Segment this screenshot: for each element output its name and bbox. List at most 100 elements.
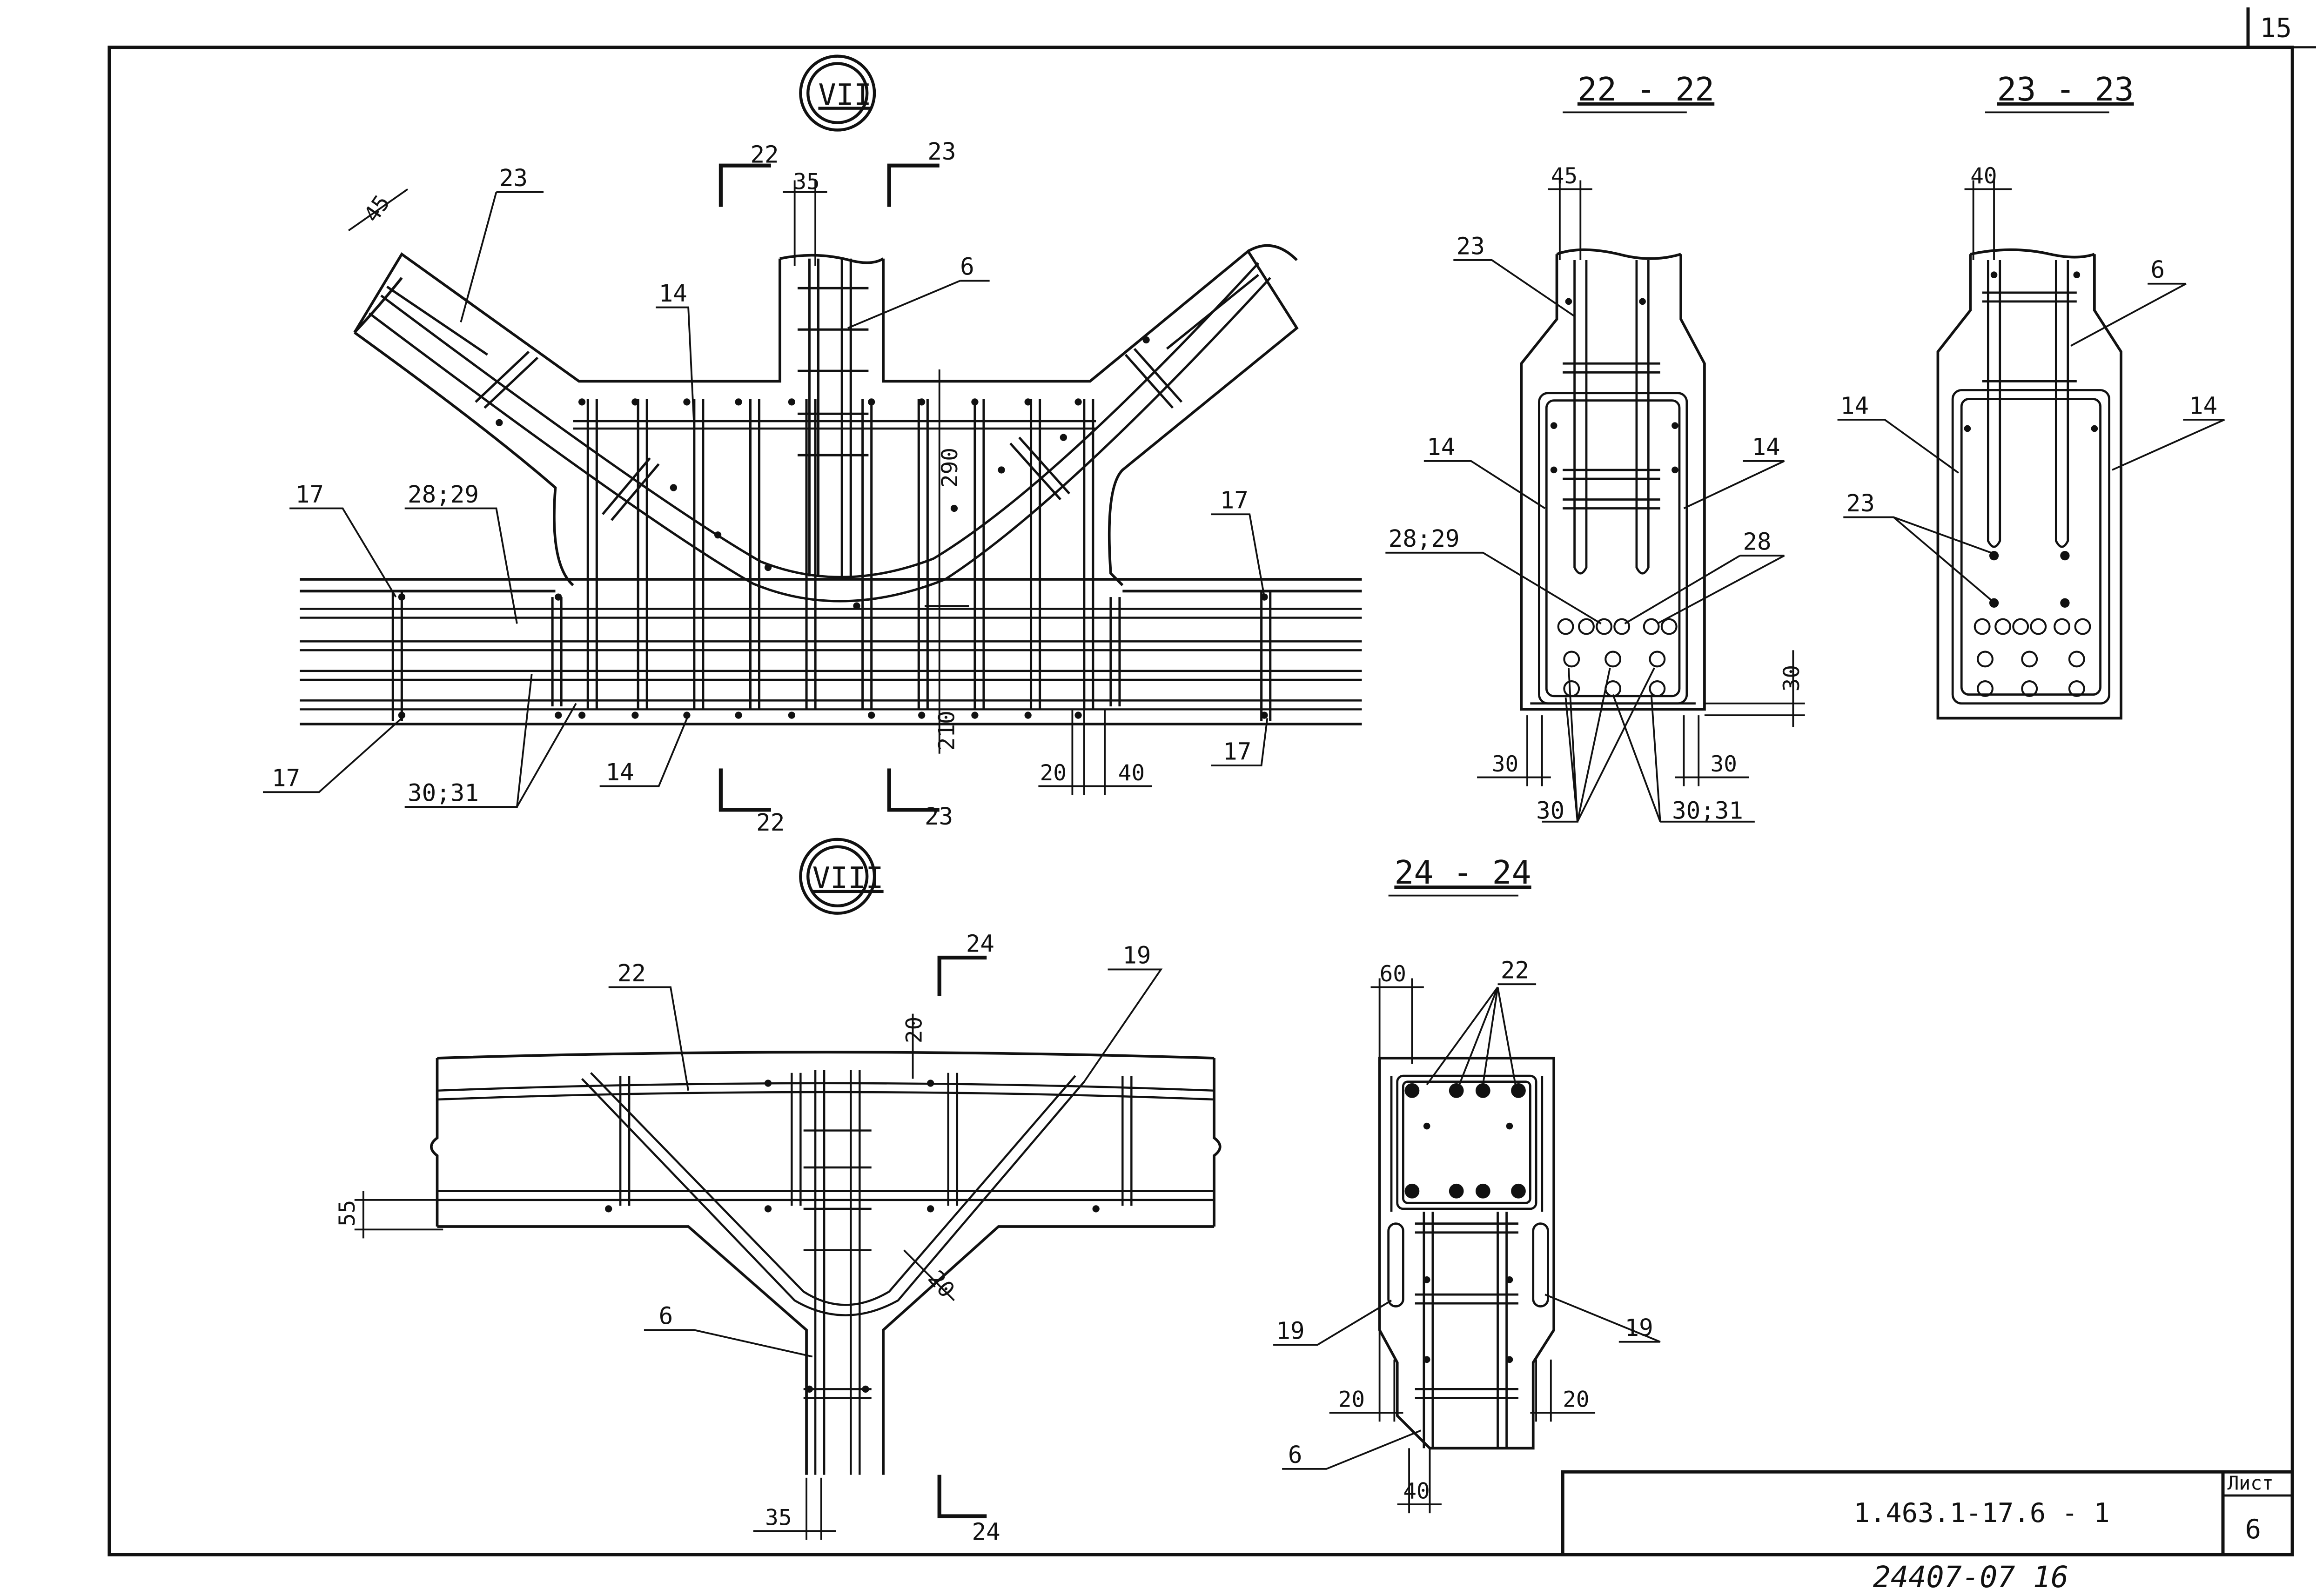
list-number: 6 [2245, 1514, 2261, 1545]
node-vii-section-mark-23-bottom: 23 [925, 803, 953, 830]
dim-bend: 20 [923, 1266, 960, 1302]
section-22-callout-left-stirrup: 14 [1427, 433, 1455, 461]
section-24-callout-bottom: 6 [1288, 1441, 1302, 1469]
node-vii-dimension-lines [348, 180, 1152, 795]
section-23-bars [1951, 260, 2111, 705]
document-code: 1.463.1-17.6 - 1 [1854, 1498, 2110, 1529]
node-vii-beam-bars [300, 420, 1362, 711]
page-corner-number: 15 [2260, 13, 2292, 43]
dim-incline: 45 [359, 190, 396, 227]
section-24-dim-left-bottom: 20 [1338, 1387, 1365, 1412]
section-24-callout-right: 19 [1625, 1314, 1653, 1341]
node-vii: VII [262, 54, 1362, 836]
section-22-callout-right-bars: 28 [1743, 528, 1771, 555]
callout-incline-bar: 23 [499, 164, 528, 192]
callout-top-bar: 22 [618, 959, 646, 987]
dim-height-upper: 290 [937, 448, 963, 488]
node-vii-column-bars [798, 258, 869, 577]
node-viii-bar-dots [605, 1080, 1100, 1393]
dim-cover: 55 [335, 1200, 360, 1227]
section-24-leaders [1273, 983, 1661, 1470]
section-23-dimension-lines [1964, 180, 2012, 260]
node-vii-title-marker [799, 54, 876, 132]
section-24-bars [1387, 1074, 1549, 1448]
section-22-callout-bottom-left: 30 [1536, 797, 1564, 824]
section-22-callout-bottom-right: 30;31 [1672, 797, 1743, 824]
node-vii-concrete-outline [300, 244, 1362, 726]
dim-bottom-width: 35 [765, 1505, 792, 1531]
callout-right-top: 17 [1220, 487, 1249, 514]
dim-top-width: 35 [793, 169, 819, 195]
section-24-dim-bottom: 40 [1403, 1478, 1430, 1504]
inventory-number: 24407-07 16 [1873, 1560, 2068, 1594]
section-22-callout-left-bars: 28;29 [1389, 525, 1460, 552]
list-label: Лист [2228, 1472, 2274, 1494]
section-23-title: 23 - 23 [1997, 71, 2134, 108]
dim-gap-b: 40 [1118, 760, 1145, 786]
section-23-callout-bars: 23 [1846, 490, 1875, 517]
node-vii-bar-dots [398, 336, 1268, 719]
section-24-callout-top: 22 [1501, 956, 1529, 984]
title-block [1561, 1470, 2294, 1556]
section-22-dots [1550, 298, 1678, 474]
callout-column-bar: 6 [960, 253, 974, 281]
section-24-dim-right-bottom: 20 [1563, 1387, 1589, 1412]
section-24-outline [1378, 1057, 1556, 1450]
node-vii-section-mark-23-top: 23 [927, 138, 956, 165]
section-24-dots [1404, 1083, 1526, 1363]
callout-right-bottom: 17 [1223, 738, 1251, 765]
node-viii-title-marker [799, 838, 876, 915]
section-23-dim-top: 40 [1970, 163, 1997, 189]
section-22-callout-right-stirrup: 14 [1752, 433, 1780, 461]
node-vii-section-mark-22-top: 22 [750, 141, 779, 168]
node-vii-incline-ties [475, 348, 1183, 521]
callout-left-mid: 28;29 [408, 481, 479, 508]
node-vii-leaders [262, 191, 1269, 808]
node-viii-leaders [608, 968, 1163, 1358]
callout-diagonal: 19 [1122, 942, 1151, 969]
callout-stirrup: 14 [659, 280, 687, 307]
section-22-22: 22 - 22 [1385, 71, 1805, 824]
dim-gap-a: 20 [1040, 760, 1067, 786]
node-vii-section-marks [718, 163, 940, 812]
section-22-dim-bottom-left: 30 [1492, 751, 1518, 777]
section-23-outline [1936, 248, 2122, 720]
section-22-outline [1520, 248, 1706, 711]
section-24-dimension-lines [1329, 978, 1596, 1514]
node-vii-title: VII [818, 77, 872, 112]
section-22-dim-cover-right: 30 [1779, 665, 1805, 691]
section-23-callout-right: 14 [2189, 392, 2217, 419]
section-22-dimension-lines [1477, 180, 1805, 786]
node-viii: VIII [335, 838, 1222, 1545]
dim-top-gap: 20 [902, 1017, 927, 1043]
node-viii-dimension-lines [354, 1013, 955, 1540]
callout-underlines [1388, 111, 2109, 897]
section-22-hatched-bars [1557, 618, 1678, 697]
section-22-dim-top: 45 [1551, 163, 1578, 189]
section-23-callout-left: 14 [1840, 392, 1869, 419]
section-23-callout-top-right: 6 [2151, 256, 2165, 283]
section-22-dim-bottom-right: 30 [1711, 751, 1737, 777]
node-vii-stirrups [391, 399, 1272, 721]
section-23-23: 23 - 23 [1837, 71, 2225, 720]
section-22-leaders [1385, 259, 1785, 823]
section-22-title: 22 - 22 [1578, 71, 1714, 108]
node-viii-title: VIII [812, 861, 884, 895]
callout-column: 6 [659, 1302, 673, 1330]
node-vii-section-mark-22-bottom: 22 [756, 809, 785, 836]
section-24-callout-left: 19 [1276, 1317, 1304, 1344]
section-24-dim-top: 60 [1380, 961, 1406, 987]
node-viii-section-mark-top: 24 [966, 930, 994, 957]
callout-bottom-bars: 30;31 [408, 779, 479, 806]
callout-bottom-stirrup: 14 [605, 758, 634, 786]
node-viii-concrete-outline [430, 1051, 1222, 1475]
callout-left-top: 17 [295, 481, 324, 508]
section-23-dots [1964, 271, 2098, 608]
section-24-24: 24 - 24 [1273, 854, 1661, 1514]
node-viii-bars [437, 1070, 1215, 1475]
section-22-bars [1530, 260, 1696, 705]
dim-height-lower: 210 [934, 711, 960, 751]
section-22-callout-top: 23 [1457, 232, 1485, 260]
section-24-title: 24 - 24 [1394, 854, 1531, 892]
